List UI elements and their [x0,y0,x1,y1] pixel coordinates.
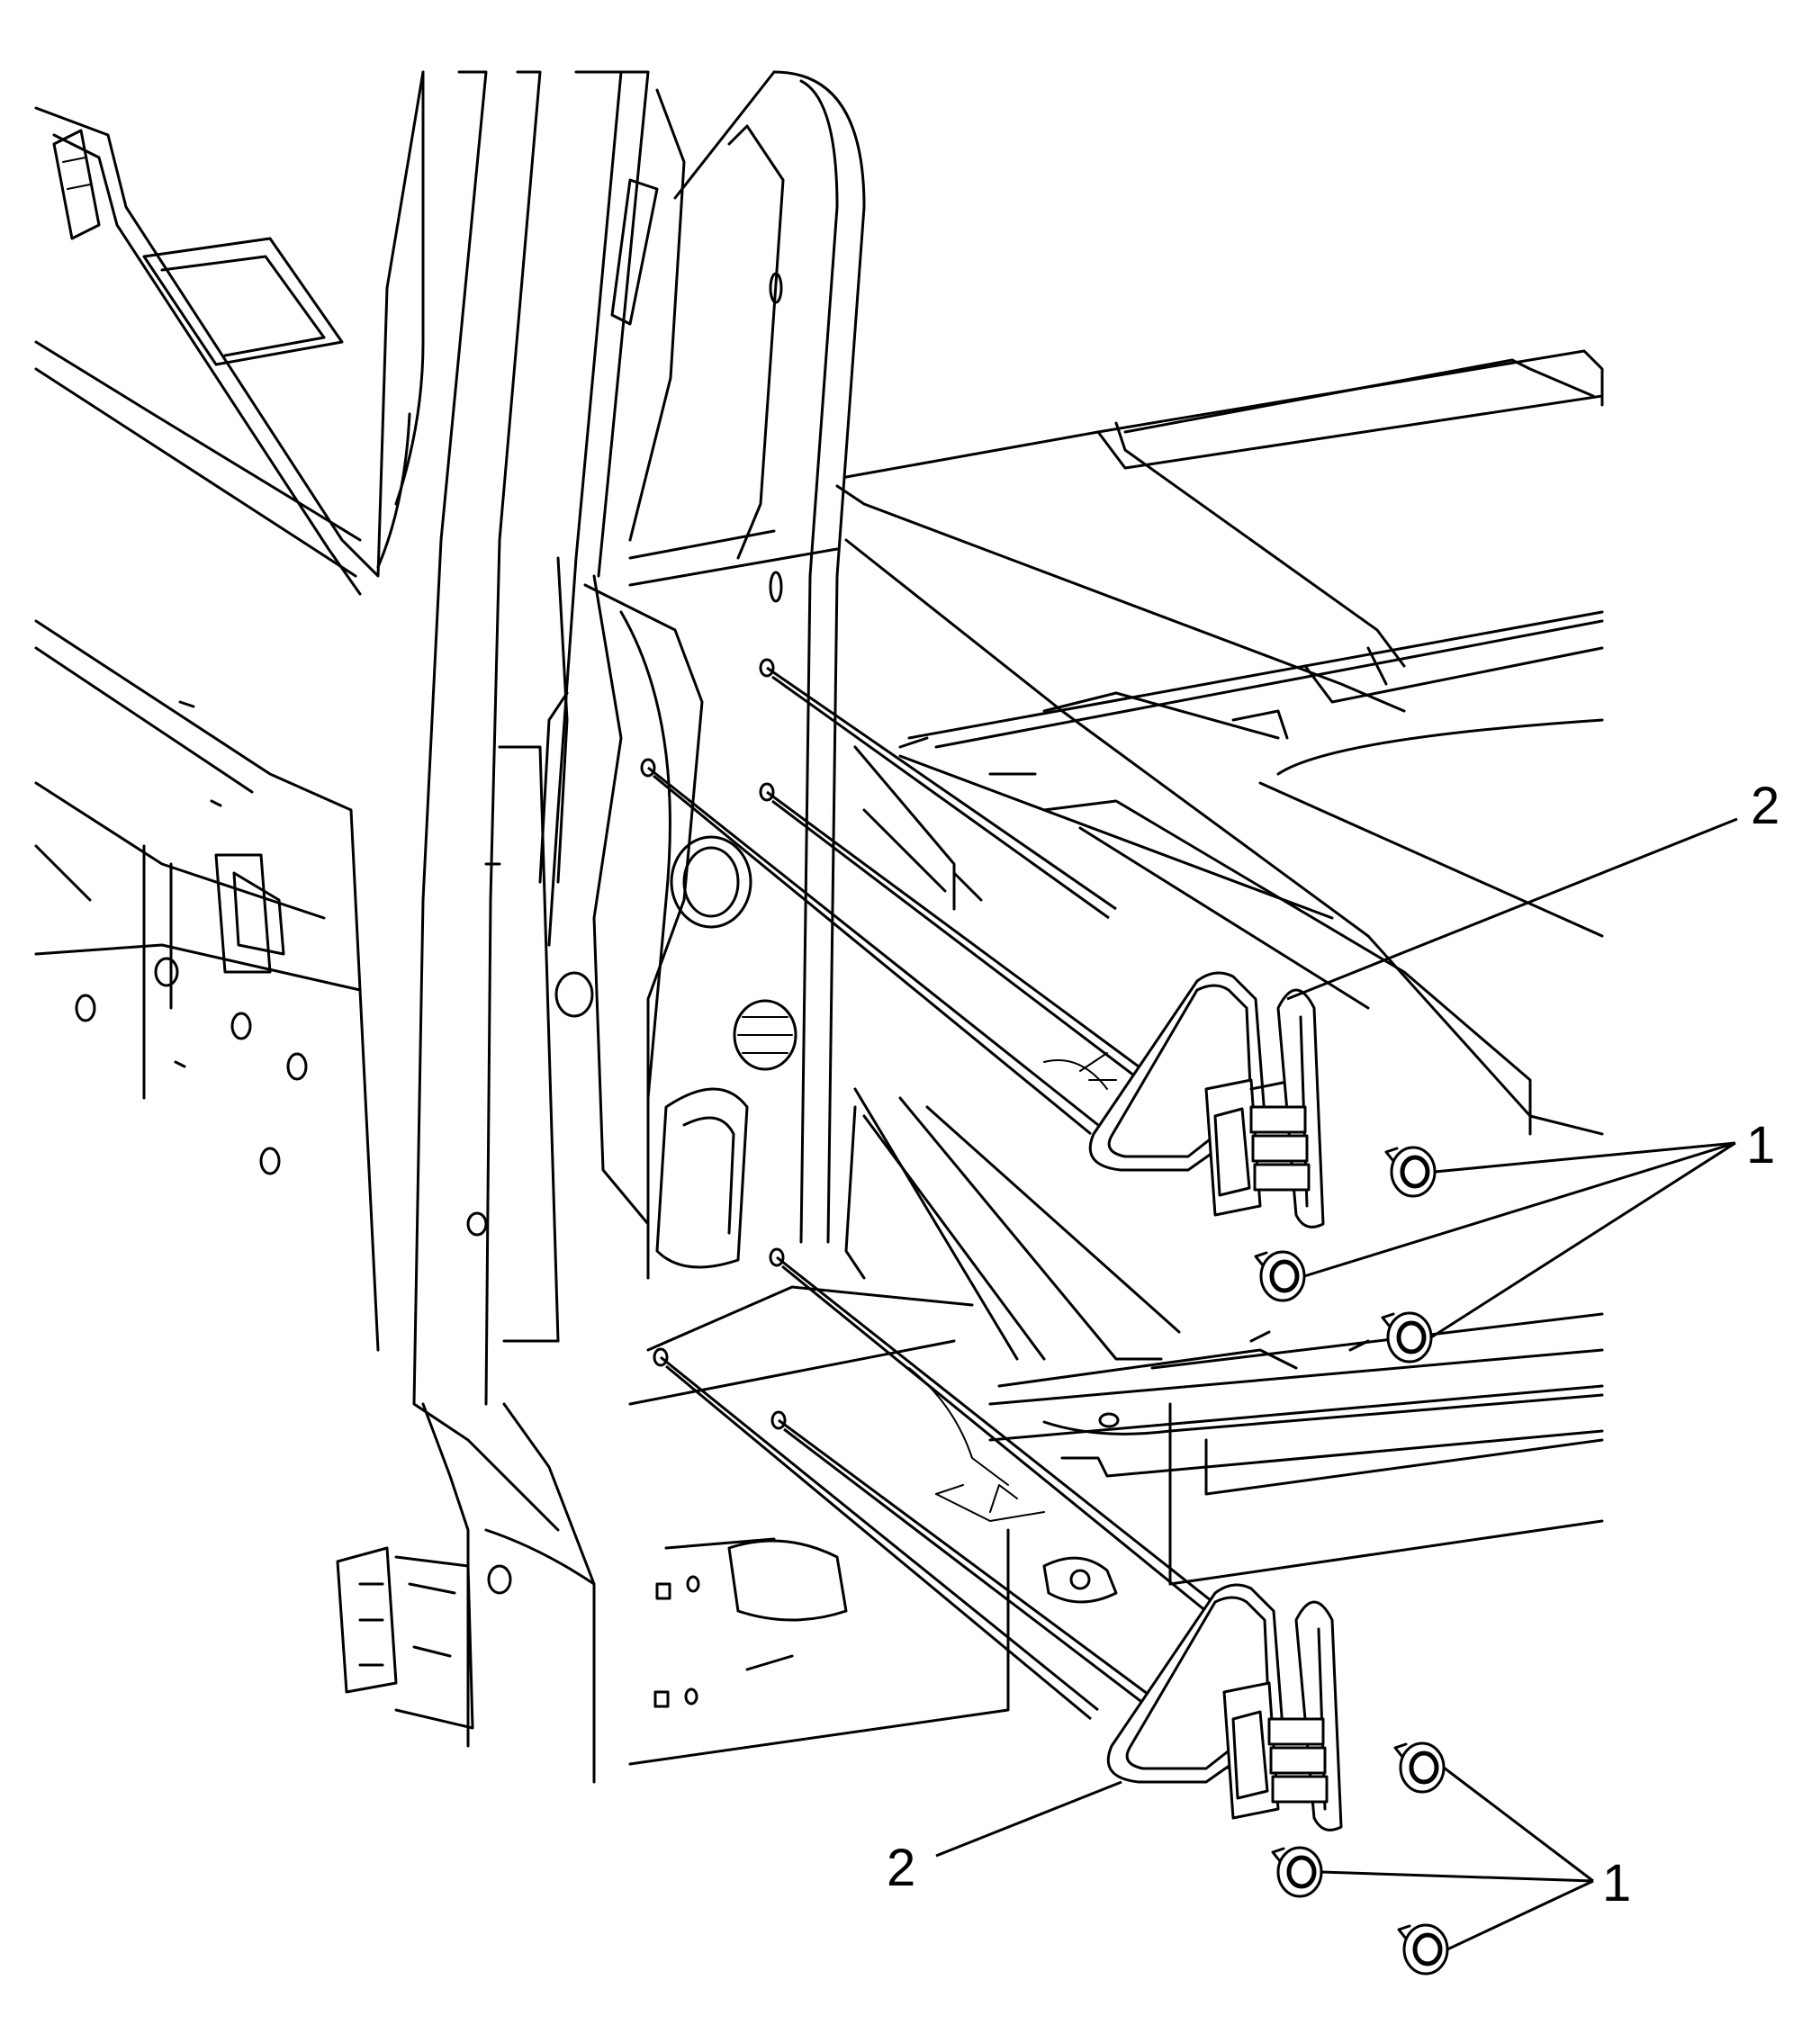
upper-bolt-c [1381,1311,1433,1364]
cargo-roof-panel [835,349,1604,1136]
callout-label-1-upper: 1 [1746,1116,1775,1174]
left-body-panel [34,619,380,1352]
wiring-harness [908,1052,1118,1604]
bottom-bracket-left [336,1402,596,1748]
lower-bolt-b [1271,1846,1323,1898]
alignment-lines [640,658,1243,1775]
cargo-floor-grooves [844,745,1604,1586]
callout-label-1-lower: 1 [1602,1854,1631,1912]
lower-bolt-a [1393,1742,1446,1794]
upper-bolt-a [1384,1146,1437,1198]
c-pillar [628,70,866,1244]
upper-bolt-b [1254,1250,1306,1302]
lower-hinge-bracket [1106,1583,1343,1832]
upper-hinge-bracket [1088,971,1325,1228]
b-pillar [412,70,686,1784]
callout-label-2-lower: 2 [887,1839,915,1897]
callout-leaders [935,817,1738,1951]
window-frame-left [34,70,425,596]
inner-quarter-panel [583,583,1010,1766]
lower-bolt-c [1397,1923,1449,1976]
callout-label-2-upper: 2 [1751,777,1779,835]
